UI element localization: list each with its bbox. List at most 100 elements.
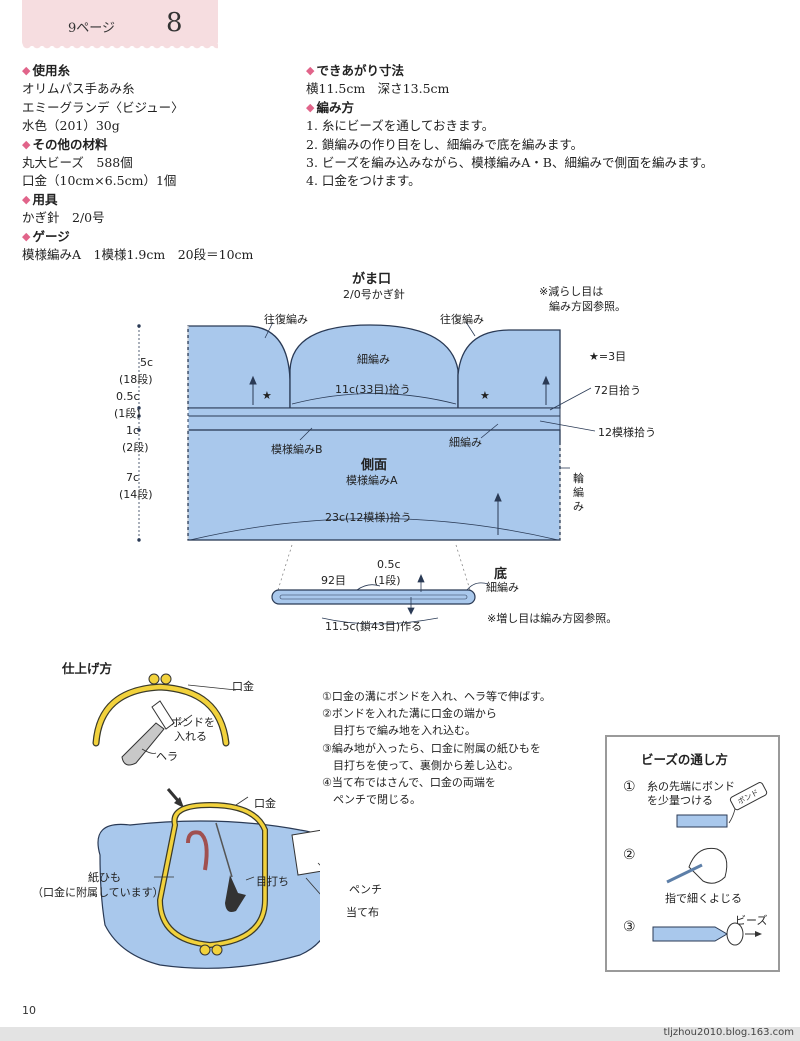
pickup-72-label: 72目拾う — [594, 384, 641, 397]
star-mark-left: ★ — [262, 389, 272, 402]
material-line: 口金（10cm×6.5cm）1個 — [22, 173, 177, 189]
finishing-title: 仕上げ方 — [62, 661, 113, 676]
paper-cord — [186, 830, 209, 871]
bond-label-line: 入れる — [174, 730, 207, 743]
materials-section: ◆使用糸 オリムパス手あみ糸 エミーグランデ〈ビジュー〉 水色（201）30g … — [22, 62, 253, 264]
dim-7c: 7c — [126, 471, 140, 484]
bottom-base-shape — [271, 589, 476, 605]
yarn-line: オリムパス手あみ糸 — [22, 81, 135, 97]
direction-arrows — [249, 375, 550, 535]
diamond-bullet-icon: ◆ — [22, 64, 31, 77]
page-header-tab: 9ページ 8 — [22, 0, 218, 50]
decrease-note-line: ※減らし目は — [539, 285, 604, 298]
diagram-title: がま口 — [352, 272, 392, 287]
single-crochet-band — [187, 415, 561, 431]
bond-bottle — [151, 700, 175, 730]
tool-line: かぎ針 2/0号 — [22, 210, 105, 226]
diamond-bullet-icon: ◆ — [22, 229, 31, 243]
bead-box-title: ビーズの通し方 — [641, 752, 728, 767]
yarn-line: エミーグランデ〈ビジュー〉 — [22, 99, 184, 115]
star-mark-right: ★ — [480, 389, 490, 402]
pattern-b-band — [187, 407, 561, 417]
bead-step-1-text: 糸の先端にボンド — [647, 780, 735, 793]
method-step: 1. 糸にビーズを通しておきます。 — [306, 118, 495, 134]
pickup-11c-label: 11c(33目)拾う — [335, 383, 411, 396]
hera-label: ヘラ — [156, 750, 178, 763]
side-title: 側面 — [361, 458, 388, 473]
bead-step-1-number: ① — [623, 779, 636, 795]
method-heading: ◆編み方 — [306, 99, 713, 117]
bead-step-2-text: 指で細くよじる — [665, 892, 742, 905]
dim-2rows: (2段) — [122, 441, 149, 454]
bond-label-line: ボンドを — [171, 716, 215, 729]
finishing-illustrations — [92, 673, 320, 969]
upper-panel-shape — [187, 325, 291, 409]
yarn-heading: ◆使用糸 — [22, 62, 253, 80]
finishing-step: 目打ちを使って、裏側から差し込む。 — [322, 758, 519, 772]
paper-cord-label: 紙ひも — [88, 871, 121, 884]
pickup-arc-bottom — [189, 518, 559, 541]
bottom-sc-label: 細編み — [486, 581, 519, 594]
bottom-title: 底 — [494, 567, 508, 582]
awl — [225, 875, 246, 912]
bottom-chain-label: 11.5c(鎖43目)作る — [325, 620, 423, 633]
finishing-steps: ①口金の溝にボンドを入れ、ヘラ等で伸ばす。 ②ボンドを入れた溝に口金の端から 目… — [322, 688, 551, 808]
finishing-step: ①口金の溝にボンドを入れ、ヘラ等で伸ばす。 — [322, 690, 551, 703]
dim-1row: (1段) — [114, 407, 141, 420]
bead-step-1-text: を少量つける — [647, 794, 713, 807]
bottom-92-label: 92目 — [321, 574, 346, 587]
instructions-section: ◆できあがり寸法 横11.5cm 深さ13.5cm ◆編み方 1. 糸にビーズを… — [306, 62, 713, 191]
pickup-arc-top — [291, 393, 457, 405]
meuchi-label: 目打ち — [256, 875, 289, 888]
bead-icon — [726, 922, 744, 946]
pickup-23c-label: 23c(12模様)拾う — [325, 511, 412, 524]
footer-url: tljzhou2010.blog.163.com — [663, 1027, 794, 1038]
bond-tag-icon — [729, 782, 768, 811]
page-number: 10 — [22, 1004, 36, 1017]
material-line: 丸大ビーズ 588個 — [22, 155, 133, 171]
cloth-label: 当て布 — [346, 906, 379, 919]
diamond-bullet-icon: ◆ — [22, 192, 31, 206]
bead-threading-box: ビーズの通し方 ① 糸の先端にボンド を少量つける ② 指で細くよじる ③ ビー… — [605, 735, 780, 972]
yarn-tip-1 — [676, 814, 728, 828]
finishing-step: ③編み地が入ったら、口金に附属の紙ひもを — [322, 741, 541, 755]
dim-18rows: (18段) — [119, 373, 153, 386]
finished-size-line: 横11.5cm 深さ13.5cm — [306, 81, 450, 97]
pickup-12-pattern-label: 12模様拾う — [598, 426, 656, 439]
pattern-number: 8 — [166, 8, 183, 38]
back-forth-left-label: 往復編み — [264, 313, 308, 326]
pliers-label: ペンチ — [349, 883, 382, 896]
method-step: 3. ビーズを編み込みながら、模様編みA・B、細編みで側面を編みます。 — [306, 155, 714, 171]
bead-step-3-number: ③ — [623, 919, 636, 935]
dim-14rows: (14段) — [119, 488, 153, 501]
back-forth-right-label: 往復編み — [440, 313, 484, 326]
footer-bar — [0, 1027, 800, 1041]
center-flap-shape — [289, 324, 459, 409]
dim-5c: 5c — [139, 356, 153, 369]
bottom-arrows — [321, 573, 489, 625]
pattern-b-label: 模様編みB — [271, 443, 323, 456]
round-knit-label: 輪編み — [573, 472, 584, 513]
spatula — [121, 722, 165, 766]
finishing-step: ペンチで閉じる。 — [322, 793, 421, 807]
method-step: 2. 鎖編みの作り目をし、細編みで底を編みます。 — [306, 136, 584, 152]
yarn-line: 水色（201）30g — [22, 118, 120, 134]
pattern-a-label: 模様編みA — [346, 474, 398, 487]
star-note: ★=3目 — [589, 350, 627, 363]
bottom-05c-label: 0.5c — [377, 558, 401, 571]
other-materials-heading: ◆その他の材料 — [22, 136, 253, 154]
hand-icon — [688, 847, 728, 884]
increase-note: ※増し目は編み方図参照。 — [487, 612, 618, 625]
paper-cord-note: （口金に附属しています） — [32, 886, 164, 899]
diamond-bullet-icon: ◆ — [306, 64, 315, 77]
page-reference: 9ページ — [68, 21, 116, 36]
kuchigane-label-2: 口金 — [254, 797, 276, 810]
gauge-line: 模様編みA 1模様1.9cm 20段＝10cm — [22, 247, 254, 263]
finished-size-heading: ◆できあがり寸法 — [306, 62, 713, 80]
yarn-tip-3 — [652, 926, 728, 942]
diamond-bullet-icon: ◆ — [306, 100, 315, 114]
finishing-step: ②ボンドを入れた溝に口金の端から — [322, 707, 497, 721]
kuchigane-label-1: 口金 — [232, 680, 254, 693]
single-crochet-mid-label: 細編み — [449, 436, 482, 449]
